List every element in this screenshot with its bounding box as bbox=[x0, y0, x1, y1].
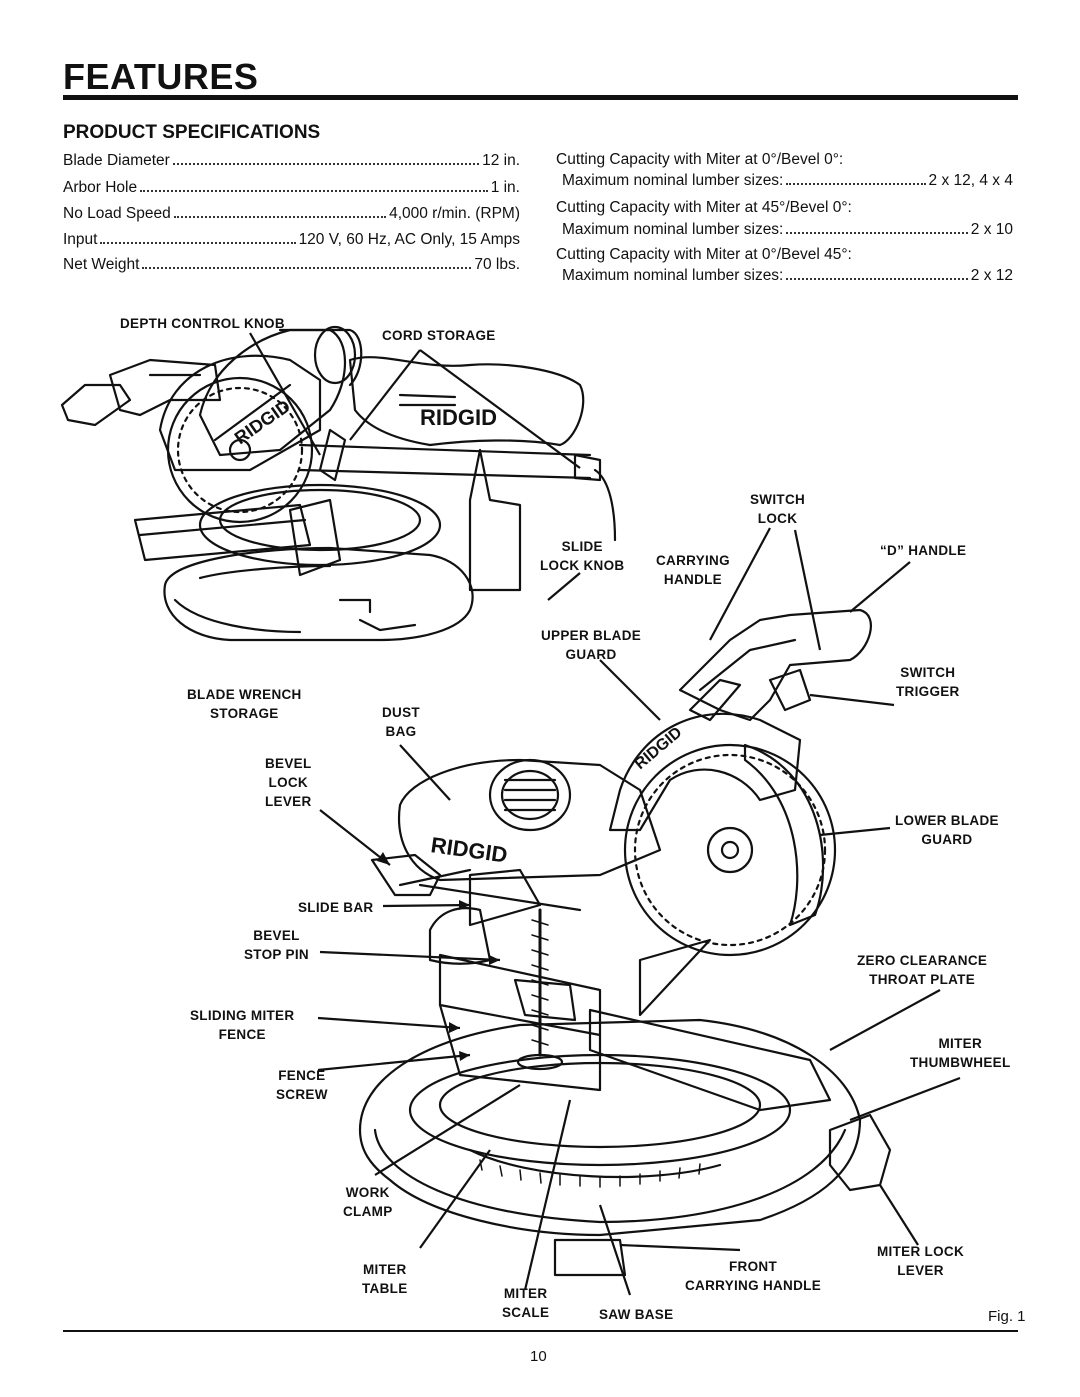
dot-leader bbox=[100, 242, 296, 244]
leader-lines bbox=[249, 332, 961, 1296]
page-title: FEATURES bbox=[63, 56, 259, 97]
callout-fence-screw: FENCE SCREW bbox=[276, 1068, 328, 1102]
dot-leader bbox=[786, 278, 968, 280]
spec-label: Blade Diameter bbox=[63, 152, 170, 169]
callout-cord-storage: CORD STORAGE bbox=[382, 328, 496, 343]
capacity-value: 2 x 12, 4 x 4 bbox=[928, 172, 1013, 189]
spec-label: Input bbox=[63, 231, 98, 248]
dot-leader bbox=[172, 163, 480, 165]
title-rule bbox=[63, 95, 1018, 100]
capacity-label: Maximum nominal lumber sizes: bbox=[562, 172, 784, 189]
spec-row: No Load Speed 4,000 r/min. (RPM) bbox=[63, 205, 520, 223]
callout-saw-base: SAW BASE bbox=[599, 1307, 674, 1322]
spec-row: Blade Diameter 12 in. bbox=[63, 152, 520, 170]
callout-front-carrying-handle: FRONT CARRYING HANDLE bbox=[685, 1259, 821, 1293]
capacity-row: Maximum nominal lumber sizes: 2 x 12 bbox=[562, 267, 1013, 285]
spec-row: Input 120 V, 60 Hz, AC Only, 15 Amps bbox=[63, 231, 520, 249]
callout-depth-control-knob: DEPTH CONTROL KNOB bbox=[120, 316, 285, 331]
dot-leader bbox=[173, 216, 387, 218]
spec-value: 120 V, 60 Hz, AC Only, 15 Amps bbox=[298, 231, 520, 248]
callout-switch-lock: SWITCH LOCK bbox=[750, 492, 806, 526]
callout-zero-clearance-throat-plate: ZERO CLEARANCE THROAT PLATE bbox=[857, 953, 988, 987]
callout-miter-scale: MITER SCALE bbox=[502, 1286, 550, 1320]
brand-logo-guard: RIDGID bbox=[632, 724, 686, 773]
callout-miter-lock-lever: MITER LOCK LEVER bbox=[877, 1244, 964, 1278]
capacity-row: Maximum nominal lumber sizes: 2 x 10 bbox=[562, 221, 1013, 239]
arrow-heads bbox=[377, 852, 500, 1061]
callout-lower-blade-guard: LOWER BLADE GUARD bbox=[895, 813, 999, 847]
capacity-heading: Cutting Capacity with Miter at 0°/Bevel … bbox=[556, 246, 852, 263]
capacity-heading: Cutting Capacity with Miter at 0°/Bevel … bbox=[556, 151, 844, 168]
callout-miter-table: MITER TABLE bbox=[362, 1262, 408, 1296]
capacity-value: 2 x 12 bbox=[970, 267, 1013, 284]
callout-slide-lock-knob: SLIDE LOCK KNOB bbox=[540, 539, 625, 573]
spec-label: Arbor Hole bbox=[63, 179, 138, 196]
spec-label: No Load Speed bbox=[63, 205, 171, 222]
spec-value: 4,000 r/min. (RPM) bbox=[389, 205, 520, 222]
spec-row: Arbor Hole 1 in. bbox=[63, 179, 520, 197]
callout-upper-blade-guard: UPPER BLADE GUARD bbox=[541, 628, 642, 662]
brand-logo-front: RIDGID bbox=[429, 832, 509, 867]
rear-view-saw bbox=[60, 325, 617, 642]
callout-miter-thumbwheel: MITER THUMBWHEEL bbox=[910, 1036, 1011, 1070]
capacity-label: Maximum nominal lumber sizes: bbox=[562, 267, 784, 284]
callout-bevel-stop-pin: BEVEL STOP PIN bbox=[244, 928, 309, 962]
dot-leader bbox=[140, 190, 488, 192]
capacity-row: Maximum nominal lumber sizes: 2 x 12, 4 x… bbox=[562, 172, 1013, 190]
callout-dust-bag: DUST BAG bbox=[382, 705, 420, 739]
callout-work-clamp: WORK CLAMP bbox=[343, 1185, 393, 1219]
capacity-value: 2 x 10 bbox=[970, 221, 1013, 238]
figure-label: Fig. 1 bbox=[988, 1308, 1026, 1325]
callout-blade-wrench-storage: BLADE WRENCH STORAGE bbox=[187, 687, 302, 721]
spec-label: Net Weight bbox=[63, 256, 140, 273]
spec-value: 1 in. bbox=[490, 179, 520, 196]
callout-bevel-lock-lever: BEVEL LOCK LEVER bbox=[265, 756, 312, 809]
front-view-saw bbox=[358, 608, 892, 1277]
callout-slide-bar: SLIDE BAR bbox=[298, 900, 374, 915]
spec-heading: PRODUCT SPECIFICATIONS bbox=[63, 122, 321, 143]
brand-logo-rear: RIDGID bbox=[420, 405, 497, 430]
capacity-label: Maximum nominal lumber sizes: bbox=[562, 221, 784, 238]
spec-row: Net Weight 70 lbs. bbox=[63, 256, 520, 274]
spec-value: 70 lbs. bbox=[474, 256, 520, 273]
spec-value: 12 in. bbox=[482, 152, 520, 169]
dot-leader bbox=[786, 183, 926, 185]
bottom-rule bbox=[63, 1330, 1018, 1332]
callout-carrying-handle: CARRYING HANDLE bbox=[656, 553, 730, 587]
dot-leader bbox=[786, 232, 968, 234]
dot-leader bbox=[142, 267, 472, 269]
callout-d-handle: “D” HANDLE bbox=[880, 543, 967, 558]
callout-sliding-miter-fence: SLIDING MITER FENCE bbox=[190, 1008, 295, 1042]
page-number: 10 bbox=[530, 1348, 547, 1365]
callout-switch-trigger: SWITCH TRIGGER bbox=[896, 665, 960, 699]
capacity-heading: Cutting Capacity with Miter at 45°/Bevel… bbox=[556, 199, 852, 216]
